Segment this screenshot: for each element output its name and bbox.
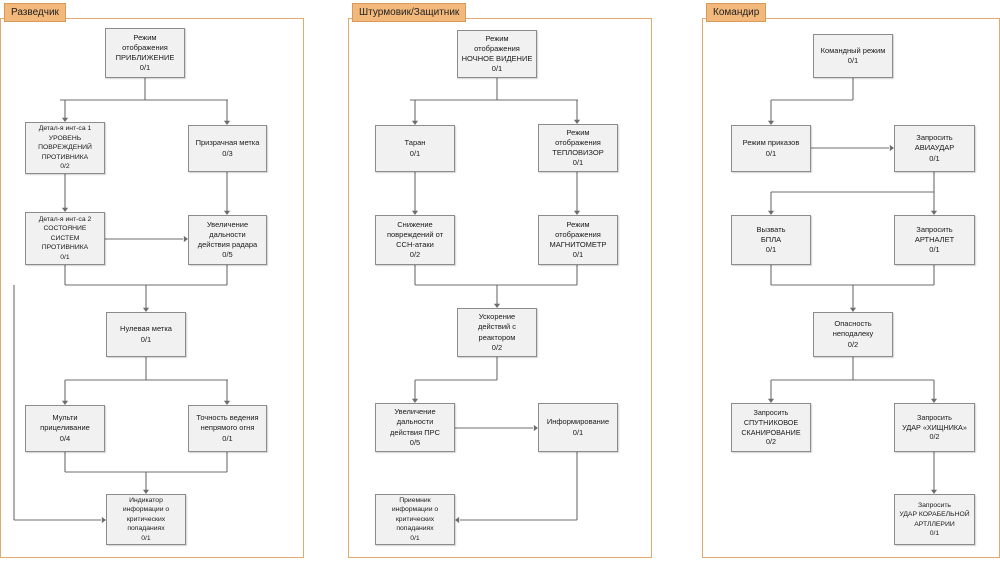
panel-commander: Командир (702, 0, 1000, 562)
skill-node-rank: 0/2 (766, 437, 776, 447)
skill-node-label: Ускорение действий с реактором (477, 312, 517, 342)
skill-node-label: Запросить АВИАУДАР (914, 133, 955, 153)
skill-node-rank: 0/2 (847, 339, 859, 349)
skill-node-rank: 0/1 (765, 148, 777, 158)
panel-frame-scout (0, 18, 304, 558)
skill-node-label: Точность ведения непрямого огня (196, 413, 259, 433)
skill-node[interactable]: Детал-я инт-са 1 УРОВЕНЬ ПОВРЕЖДЕНИЙ ПРО… (25, 122, 105, 174)
skill-node[interactable]: Запросить УДАР «ХИЩНИКА»0/2 (894, 403, 975, 452)
panel-frame-assault-defender (348, 18, 652, 558)
skill-node-rank: 0/2 (60, 163, 70, 171)
skill-node-label: Информирование (546, 417, 610, 427)
skill-node-label: Призрачная метка (195, 138, 260, 148)
skill-node-rank: 0/4 (59, 433, 71, 443)
skill-node-label: Запросить АРТНАЛЕТ (914, 224, 955, 244)
skill-node[interactable]: Индикатор информации о критических попад… (106, 494, 186, 545)
skill-node-label: Индикатор информации о критических попад… (122, 496, 170, 533)
skill-node-label: Детал-я инт-са 2 СОСТОЯНИЕ СИСТЕМ ПРОТИВ… (38, 215, 92, 252)
skill-node-label: Снижение повреждений от ССН-атаки (386, 219, 444, 249)
skill-node-rank: 0/1 (765, 245, 777, 255)
skill-node-rank: 0/1 (222, 433, 233, 443)
skill-node-label: Режим отображения МАГНИТОМЕТР (549, 219, 607, 249)
skill-node-rank: 0/2 (491, 342, 503, 352)
skill-node-rank: 0/3 (222, 148, 233, 158)
skill-node[interactable]: Детал-я инт-са 2 СОСТОЯНИЕ СИСТЕМ ПРОТИВ… (25, 212, 105, 265)
skill-node-label: Режим отображения ТЕПЛОВИЗОР (552, 127, 604, 157)
skill-node-rank: 0/1 (491, 64, 503, 74)
panel-assault-defender: Штурмовик/Защитник (348, 0, 652, 562)
skill-node-rank: 0/1 (139, 63, 151, 73)
tab-commander[interactable]: Командир (706, 3, 767, 22)
skill-node-rank: 0/1 (929, 245, 940, 255)
skill-node-label: Режим отображения ПРИБЛИЖЕНИЕ (115, 32, 175, 62)
skill-node-label: Увеличение дальности действия ПРС (390, 407, 440, 437)
skill-node-label: Вызвать БПЛА (756, 224, 786, 244)
skill-node-rank: 0/1 (141, 534, 151, 542)
skill-node-rank: 0/2 (929, 432, 940, 442)
skill-node-label: Запросить СПУТНИКОВОЕ СКАНИРОВАНИЕ (741, 407, 801, 437)
skill-node-rank: 0/2 (409, 250, 421, 260)
skill-node-rank: 0/1 (929, 153, 940, 163)
skill-node-rank: 0/1 (409, 148, 421, 158)
panel-frame-commander (702, 18, 1000, 558)
skill-node-rank: 0/1 (140, 334, 152, 344)
skill-node-label: Режим приказов (742, 138, 800, 148)
skill-node[interactable]: Приемник информации о критических попада… (375, 494, 455, 545)
skill-node-label: Запросить УДАР «ХИЩНИКА» (902, 412, 967, 432)
tab-assault-defender[interactable]: Штурмовик/Защитник (352, 3, 467, 22)
skill-node-label: Приемник информации о критических попада… (391, 496, 439, 533)
skill-node-rank: 0/1 (847, 56, 859, 65)
skill-node-rank: 0/1 (60, 253, 70, 261)
tab-scout[interactable]: Разведчик (4, 3, 66, 22)
panel-scout: Разведчик (0, 0, 304, 562)
skill-node-rank: 0/1 (572, 250, 584, 260)
skill-node-label: Режим отображения НОЧНОЕ ВИДЕНИЕ (461, 33, 533, 63)
skill-node-label: Увеличение дальности действия радара (197, 219, 258, 249)
skill-node-rank: 0/1 (929, 529, 940, 537)
skill-node-label: Детал-я инт-са 1 УРОВЕНЬ ПОВРЕЖДЕНИЙ ПРО… (38, 125, 92, 161)
skill-node-rank: 0/1 (572, 427, 584, 437)
skill-node-label: Опасность неподалеку (832, 319, 874, 339)
skill-node-rank: 0/1 (572, 158, 584, 168)
skill-node-rank: 0/1 (410, 534, 420, 542)
skill-node-label: Запросить УДАР КОРАБЕЛЬНОЙ АРТЛЛЕРИИ (899, 501, 970, 528)
skill-node-label: Нулевая метка (120, 324, 172, 334)
skill-node-label: Командный режим (820, 45, 886, 55)
skill-node-rank: 0/5 (409, 437, 421, 447)
skill-node-label: Таран (404, 138, 426, 148)
skill-node-label: Мульти прицеливание (40, 413, 90, 433)
skill-node-rank: 0/5 (222, 250, 233, 260)
